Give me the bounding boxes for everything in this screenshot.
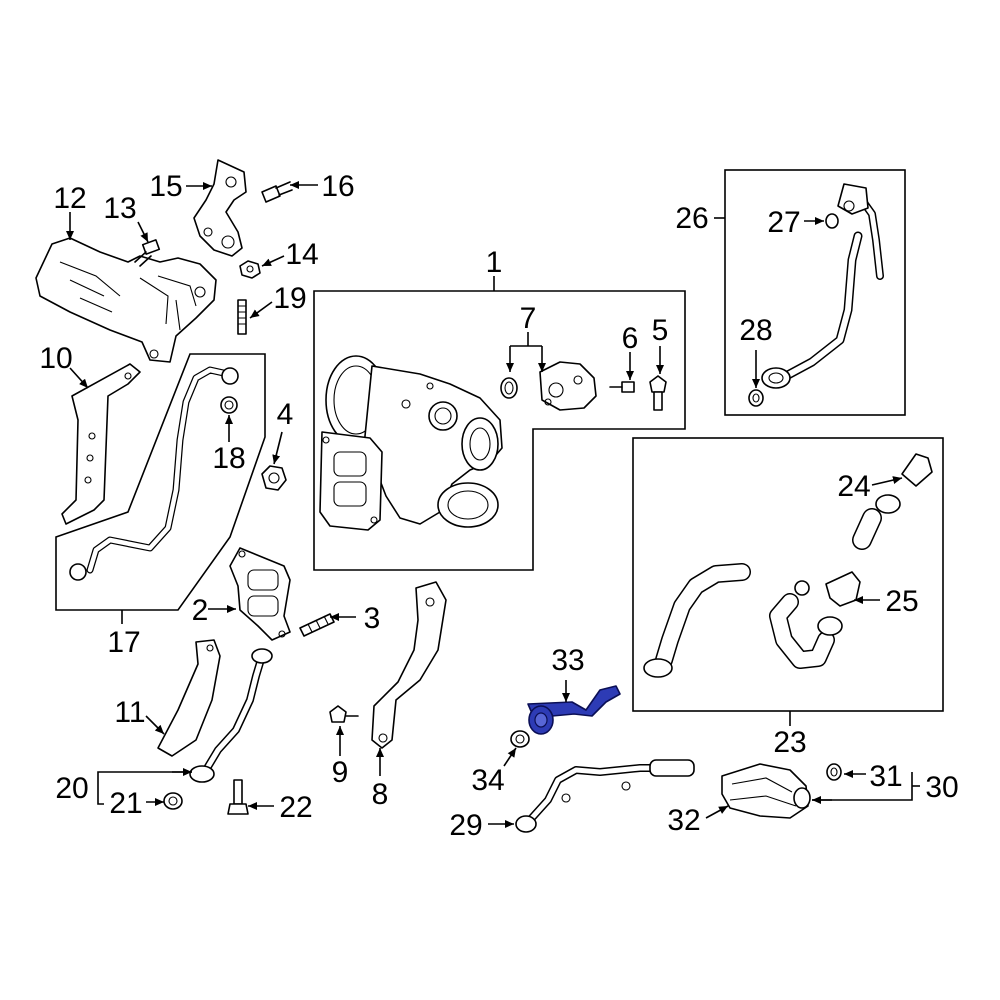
- fitting-part-24[interactable]: [901, 453, 933, 487]
- o-ring-part-27[interactable]: [825, 213, 839, 229]
- callout-16: 16: [321, 170, 354, 203]
- oil-return-pipe-part-20[interactable]: [189, 648, 273, 783]
- callout-20: 20: [55, 772, 88, 805]
- leader-lines: [66, 181, 920, 828]
- callout-34: 34: [471, 764, 504, 797]
- bolt-part-6[interactable]: [609, 381, 635, 393]
- callout-7: 7: [520, 302, 537, 335]
- nut-part-14[interactable]: [239, 260, 261, 279]
- nut-part-4[interactable]: [261, 465, 287, 491]
- callout-18: 18: [212, 442, 245, 475]
- bolt-part-22[interactable]: [227, 779, 249, 815]
- callout-21: 21: [109, 787, 142, 820]
- coolant-hose-group-box-23: [632, 437, 944, 712]
- shield-part-11[interactable]: [157, 639, 221, 757]
- o-ring-part-28[interactable]: [748, 389, 764, 407]
- callout-6: 6: [622, 322, 639, 355]
- o-ring-part-31[interactable]: [826, 763, 842, 781]
- coolant-hose-part-23[interactable]: [643, 494, 901, 678]
- bolt-part-16[interactable]: [261, 181, 293, 203]
- callout-26: 26: [675, 202, 708, 235]
- callout-33: 33: [551, 644, 584, 677]
- callout-4: 4: [277, 398, 294, 431]
- stud-part-19[interactable]: [237, 299, 247, 335]
- callout-27: 27: [767, 206, 800, 239]
- callout-28: 28: [739, 314, 772, 347]
- coolant-pipe-part-33[interactable]: [527, 685, 621, 735]
- bolt-part-13[interactable]: [134, 239, 161, 267]
- callout-9: 9: [332, 756, 349, 789]
- coolant-line-part-26[interactable]: [761, 183, 884, 389]
- washer-part-18[interactable]: [220, 396, 238, 414]
- bracket-part-8[interactable]: [371, 581, 447, 749]
- valve-housing-part-7[interactable]: [539, 361, 597, 411]
- coolant-housing-part-32[interactable]: [721, 763, 811, 819]
- coolant-pipe-part-29[interactable]: [515, 759, 695, 833]
- callout-30: 30: [925, 771, 958, 804]
- shield-part-10[interactable]: [61, 363, 141, 525]
- gasket-part-2[interactable]: [229, 547, 291, 641]
- bolt-part-9[interactable]: [329, 705, 359, 723]
- o-ring-part-7[interactable]: [500, 377, 518, 399]
- oil-line-group-box: [55, 353, 266, 611]
- heat-shield-part-12[interactable]: [35, 237, 217, 363]
- callout-13: 13: [103, 192, 136, 225]
- callout-25: 25: [885, 585, 918, 618]
- callout-23: 23: [773, 726, 806, 759]
- stud-part-3[interactable]: [299, 613, 335, 637]
- callout-15: 15: [149, 170, 182, 203]
- callout-2: 2: [192, 594, 209, 627]
- o-ring-part-34[interactable]: [510, 730, 530, 748]
- callout-labels: 1 2 3 4 5 6 7 8 9 10 11 12 13 14 15 16 1…: [39, 170, 958, 842]
- turbocharger-part-1[interactable]: [319, 355, 503, 531]
- callout-1: 1: [486, 246, 503, 279]
- callout-11: 11: [114, 696, 145, 729]
- bolt-part-5[interactable]: [649, 375, 667, 411]
- washer-part-21[interactable]: [163, 792, 183, 810]
- coolant-line-group-box-26: [724, 169, 906, 416]
- callout-5: 5: [652, 314, 669, 347]
- bracket-part-15[interactable]: [193, 159, 247, 257]
- callout-29: 29: [449, 809, 482, 842]
- callout-14: 14: [285, 238, 318, 271]
- callout-32: 32: [667, 804, 700, 837]
- callout-17: 17: [107, 626, 140, 659]
- callout-19: 19: [273, 282, 306, 315]
- callout-8: 8: [372, 778, 389, 811]
- callout-24: 24: [837, 470, 870, 503]
- oil-line-part-17[interactable]: [69, 366, 239, 581]
- turbocharger-group-box: [313, 290, 686, 571]
- tee-fitting-part-25[interactable]: [794, 571, 861, 607]
- callout-12: 12: [53, 182, 86, 215]
- callout-10: 10: [39, 342, 72, 375]
- callout-22: 22: [279, 791, 312, 824]
- callout-3: 3: [364, 602, 381, 635]
- callout-31: 31: [869, 760, 902, 793]
